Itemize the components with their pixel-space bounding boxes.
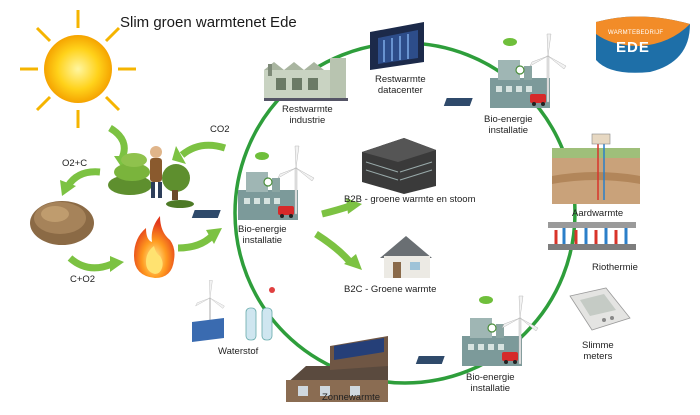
- logo-line1: WARMTEBEDRIJF: [608, 30, 664, 36]
- wood-chips-icon: [30, 201, 94, 245]
- logo-line2: EDE: [616, 39, 650, 56]
- arrow-to-b2c: [314, 231, 353, 265]
- hydrogen-icon: [192, 280, 275, 342]
- label-b2b: B2B - groene warmte en stoom: [344, 194, 476, 205]
- house-icon: [380, 236, 432, 278]
- label-zonnewarmte: Zonnewarmte: [322, 392, 381, 403]
- arrow-to-b2c-head: [344, 254, 362, 270]
- office-building-icon: [362, 138, 436, 194]
- arrow-to-b2b-head: [346, 198, 362, 214]
- label-datacenter-line2: datacenter: [377, 85, 423, 96]
- bio-energy-plant-center: [191, 145, 315, 221]
- label-datacenter: Restwarmte datacenter: [375, 74, 426, 96]
- label-co2: CO2: [210, 124, 230, 135]
- arrow-to-fire: [67, 255, 114, 272]
- arrow-to-bio-head: [206, 228, 222, 244]
- label-c-o2: C+O2: [70, 274, 96, 285]
- bio-energy-plant-top-right: [443, 33, 567, 109]
- label-slimme-line1: Slimme: [582, 340, 614, 351]
- label-bio-top-right: Bio-energie installatie: [484, 114, 533, 136]
- logo-accent: [596, 16, 690, 46]
- label-bio-center-line1: Bio-energie: [238, 224, 287, 235]
- label-bio-center-line2: installatie: [242, 235, 283, 246]
- label-bio-bottom-right-line1: Bio-energie: [466, 372, 515, 383]
- label-industrie-line1: Restwarmte: [282, 104, 333, 115]
- tree-gardener-icon: [108, 146, 194, 208]
- bio-energy-plant-bottom-right: [415, 295, 539, 367]
- label-o2c: O2+C: [62, 158, 88, 169]
- geothermal-icon: [552, 133, 640, 204]
- smart-meter-icon: [569, 287, 631, 331]
- label-slimme-line2: meters: [583, 351, 613, 362]
- riothermal-pipes-icon: [548, 222, 636, 250]
- label-industrie: Restwarmte industrie: [282, 104, 333, 126]
- arrow-o2c: [65, 168, 101, 189]
- label-bio-top-right-line1: Bio-energie: [484, 114, 533, 125]
- industry-icon: [264, 58, 348, 101]
- label-slimme-meters: Slimme meters: [582, 340, 614, 362]
- label-riothermie: Riothermie: [592, 262, 638, 273]
- arrow-co2: [179, 141, 227, 158]
- label-bio-top-right-line2: installatie: [488, 125, 529, 136]
- solar-houses-icon: [286, 336, 388, 402]
- datacenter-icon: [370, 22, 424, 70]
- arrow-sun-tree: [108, 124, 128, 160]
- label-b2c: B2C - Groene warmte: [344, 284, 437, 295]
- label-waterstof: Waterstof: [218, 346, 259, 357]
- page-title: Slim groen warmtenet Ede: [120, 14, 297, 31]
- label-aardwarmte: Aardwarmte: [572, 208, 624, 219]
- fire-icon: [134, 216, 175, 278]
- arrow-to-b2b: [321, 202, 352, 218]
- arrow-to-fire-head: [110, 256, 124, 272]
- label-bio-center: Bio-energie installatie: [238, 224, 287, 246]
- sun-icon: [20, 10, 136, 128]
- label-industrie-line2: industrie: [289, 115, 326, 126]
- label-datacenter-line1: Restwarmte: [375, 74, 426, 85]
- label-bio-bottom-right: Bio-energie installatie: [466, 372, 515, 394]
- arrow-co2-head: [172, 146, 186, 164]
- arrow-o2c-head: [60, 180, 76, 196]
- label-bio-bottom-right-line2: installatie: [470, 383, 511, 394]
- arrow-to-bio: [177, 233, 215, 252]
